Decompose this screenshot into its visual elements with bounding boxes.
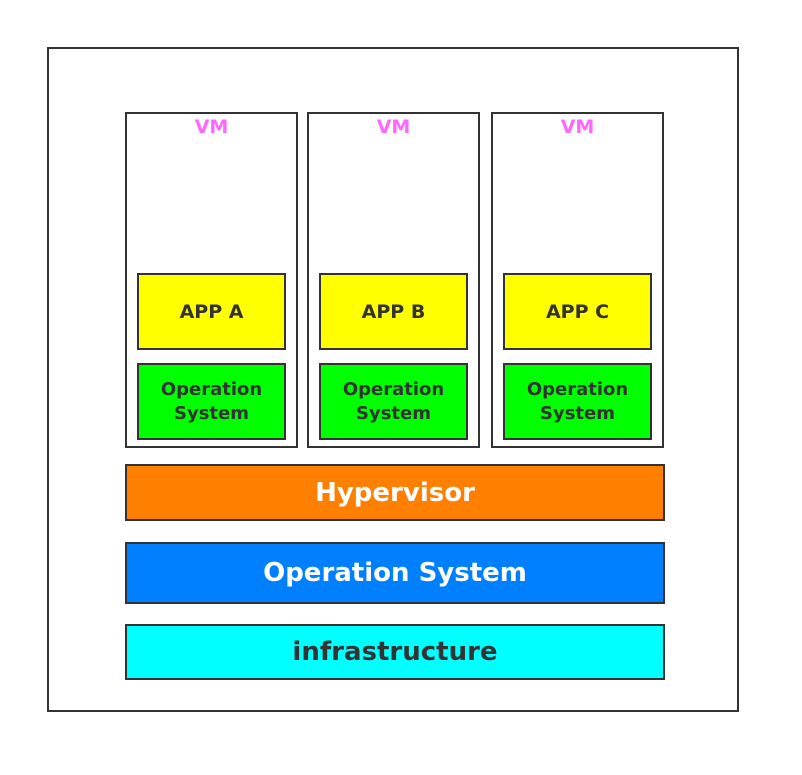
os-line1: Operation [160, 378, 263, 400]
os-line2: System [540, 402, 615, 424]
app-c-box: APP C [503, 273, 652, 350]
os-line2: System [174, 402, 249, 424]
host-os-layer: Operation System [125, 542, 665, 604]
vm-label: VM [560, 116, 595, 138]
app-a-box: APP A [137, 273, 286, 350]
infrastructure-layer: infrastructure [125, 624, 665, 680]
os-line1: Operation [526, 378, 629, 400]
os-line1: Operation [342, 378, 445, 400]
vm-label: VM [376, 116, 411, 138]
app-b-box: APP B [319, 273, 468, 350]
os-line2: System [356, 402, 431, 424]
hypervisor-layer: Hypervisor [125, 464, 665, 521]
diagram-frame [47, 47, 739, 712]
vm-label: VM [194, 116, 229, 138]
